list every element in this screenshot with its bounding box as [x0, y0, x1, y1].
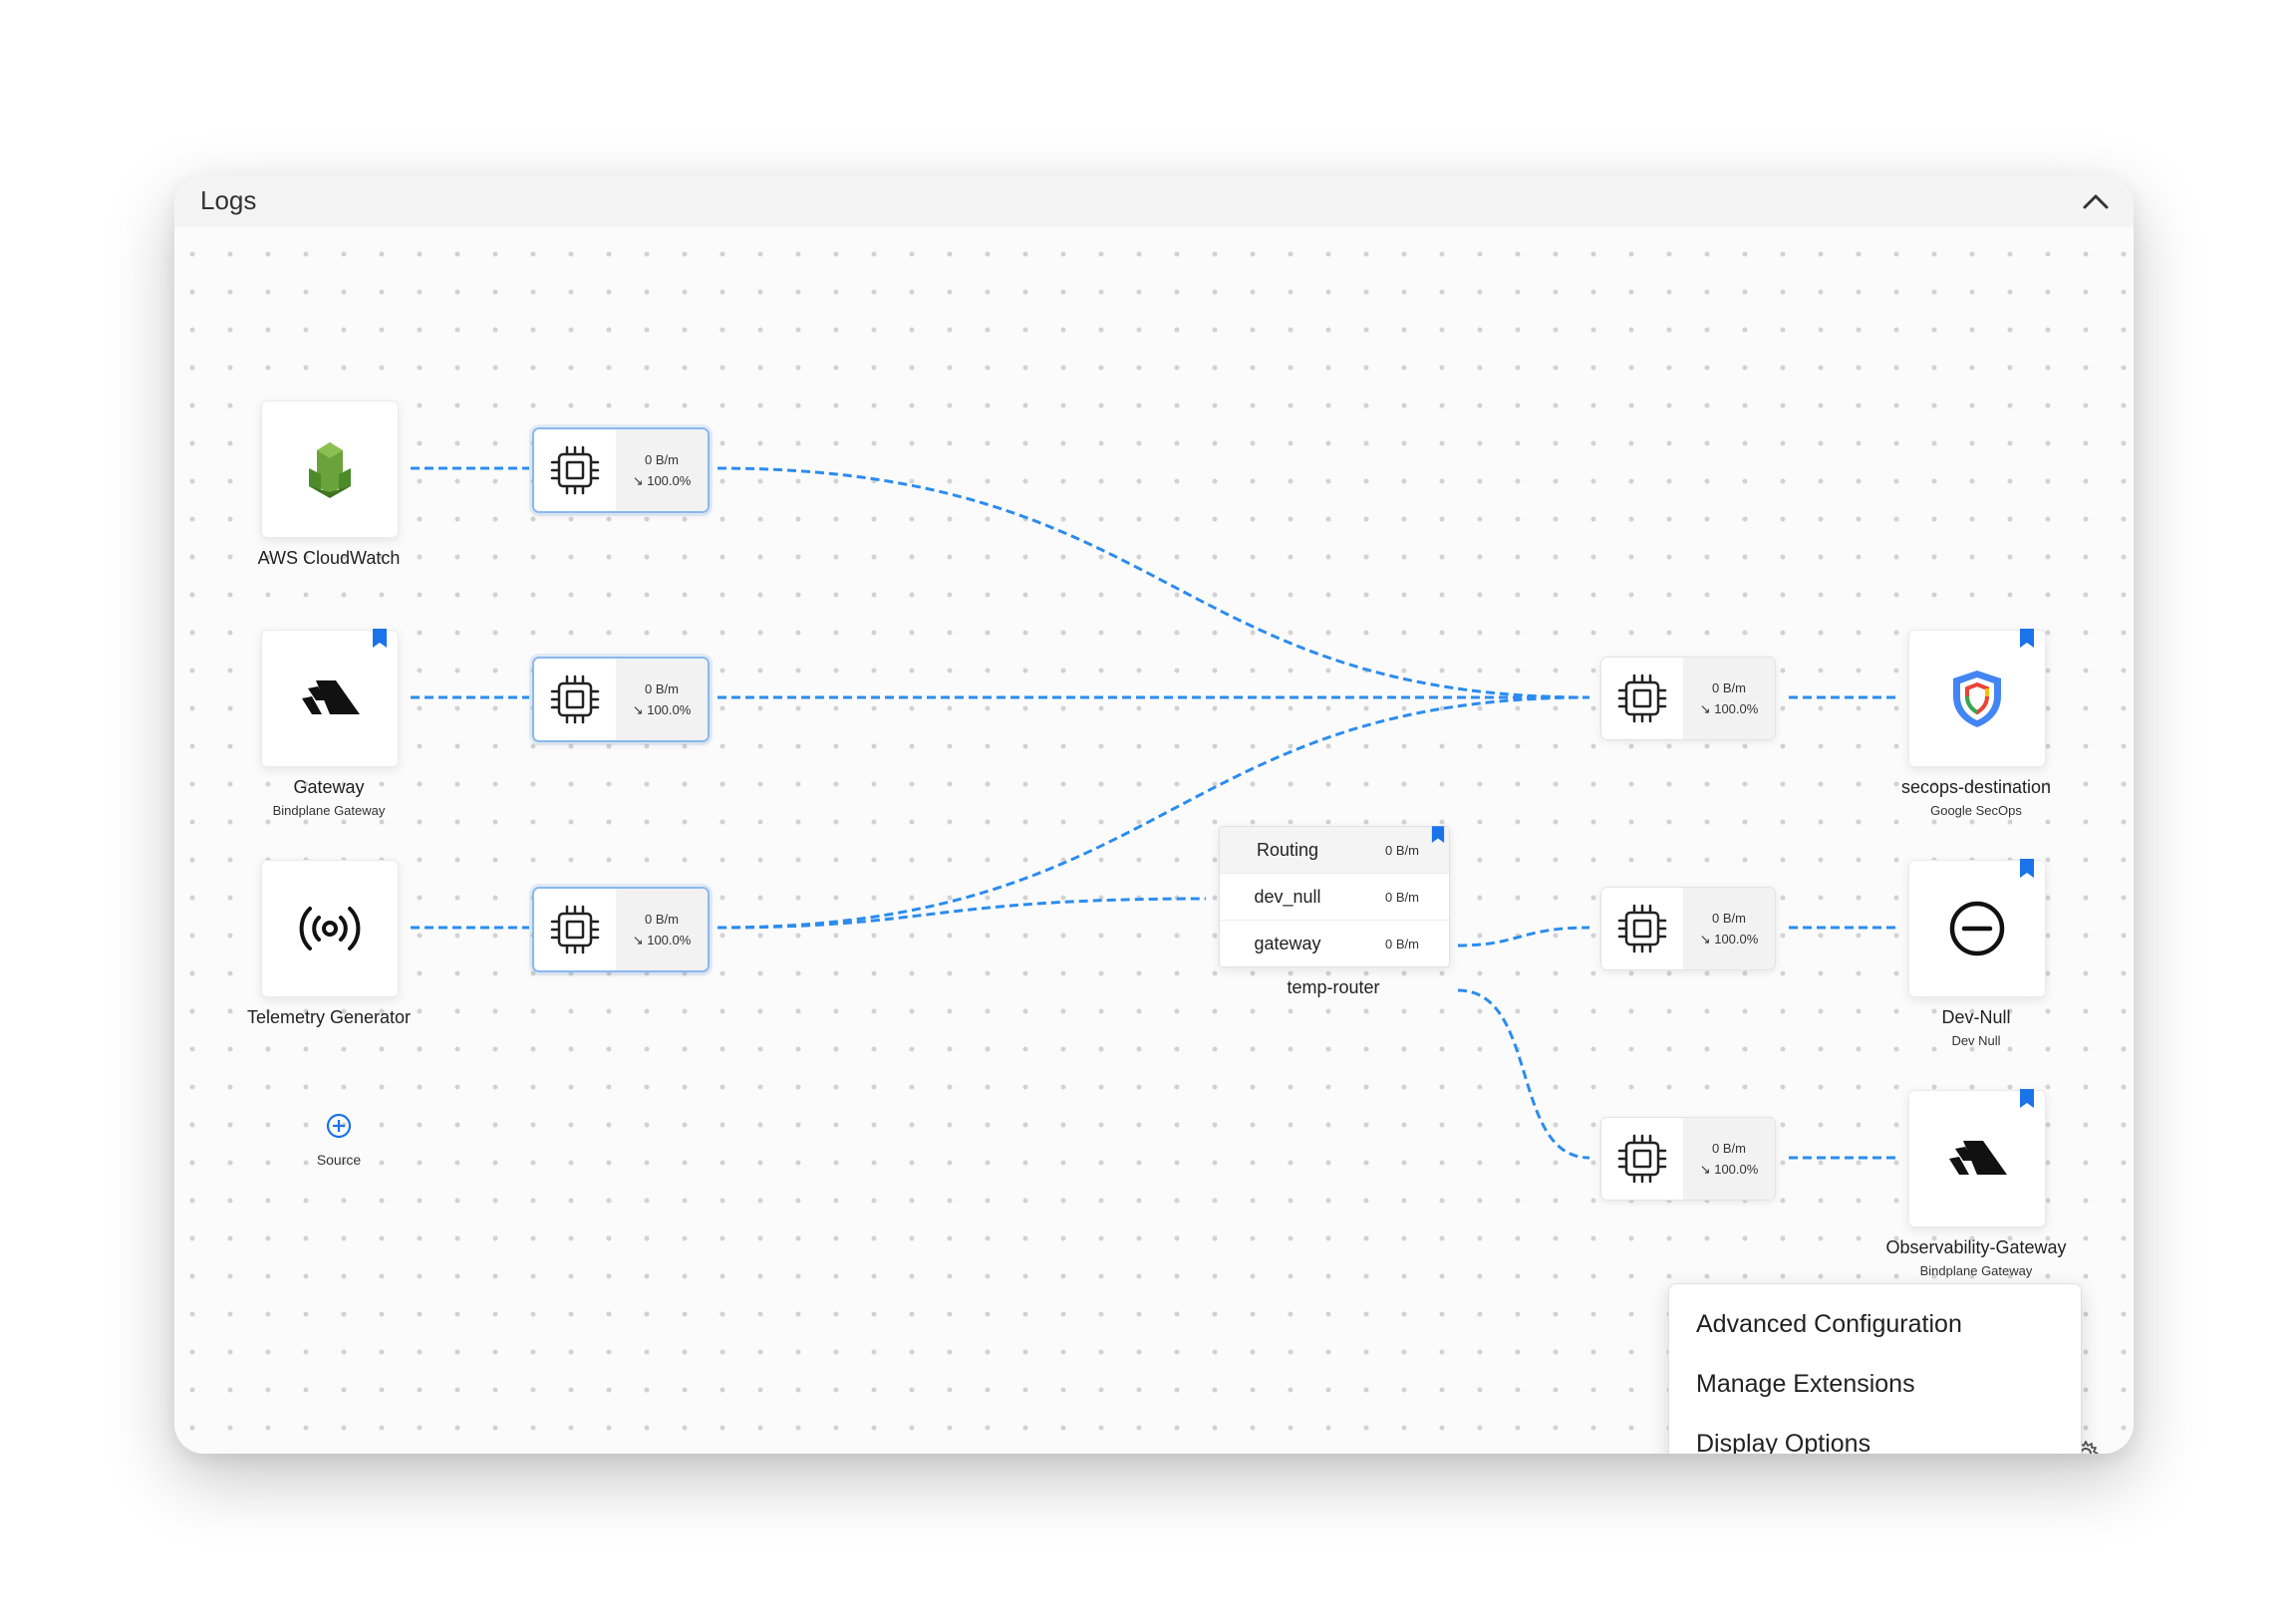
aws-cloudwatch-icon: [309, 442, 351, 498]
destination-dev-null[interactable]: [1908, 859, 2046, 997]
add-source-label: Source: [316, 1152, 362, 1168]
router-row-value: 0 B/m: [1385, 936, 1419, 951]
logs-panel: Logs: [174, 175, 2134, 1454]
destination-subtitle: Bindplane Gateway: [1919, 1263, 2033, 1278]
google-secops-shield-icon: [1953, 671, 2001, 727]
processor-ratio: 100.0%: [1714, 931, 1759, 946]
pipeline-edges: [411, 466, 1896, 1160]
destination-subtitle: Dev Null: [1951, 1033, 2001, 1048]
source-label: Gateway: [293, 777, 365, 797]
bindplane-icon: [302, 680, 360, 714]
destination-label: Dev-Null: [1941, 1007, 2011, 1027]
chevron-up-icon[interactable]: [2078, 183, 2114, 219]
processor-ratio: 100.0%: [1714, 700, 1759, 716]
pipeline-canvas[interactable]: AWS CloudWatch Gateway Bindplane Gateway…: [174, 227, 2134, 1454]
processor-rate: 0 B/m: [645, 451, 679, 467]
settings-menu: Advanced Configuration Manage Extensions…: [1668, 1283, 2082, 1454]
arrow-down-right-icon: ↘: [1699, 1161, 1711, 1177]
router-row-routing: Routing 0 B/m: [1220, 827, 1449, 874]
menu-item-advanced-configuration[interactable]: Advanced Configuration: [1696, 1310, 1962, 1338]
router-row-value: 0 B/m: [1385, 889, 1419, 905]
bindplane-icon: [1949, 1141, 2007, 1175]
panel-header: Logs: [174, 175, 2134, 227]
source-gateway[interactable]: [261, 629, 399, 767]
bookmark-icon: [373, 629, 387, 648]
processor-ratio: 100.0%: [647, 472, 692, 488]
edge-processor3-router: [717, 897, 1207, 930]
processor-ratio: 100.0%: [647, 932, 692, 947]
router-row-name: Routing: [1256, 839, 1319, 860]
router-row-gateway[interactable]: gateway 0 B/m: [1220, 921, 1449, 966]
router-label: temp-router: [1287, 977, 1380, 997]
edge-router-devnull: [1457, 926, 1590, 947]
processor-ratio: 100.0%: [1714, 1161, 1759, 1177]
arrow-down-right-icon: ↘: [1699, 931, 1711, 946]
cpu-chip-icon: [1617, 674, 1667, 723]
bookmark-icon: [2020, 859, 2034, 878]
cpu-chip-icon: [550, 675, 600, 724]
edge-processor1-secops: [717, 466, 1590, 699]
destination-label: Observability-Gateway: [1885, 1237, 2067, 1257]
router-row-value: 0 B/m: [1385, 842, 1419, 858]
processor-rate: 0 B/m: [645, 680, 679, 696]
processor-node[interactable]: 0 B/m ↘ 100.0%: [532, 657, 710, 742]
destination-secops[interactable]: [1908, 629, 2046, 767]
processor-rate: 0 B/m: [1712, 1140, 1746, 1156]
processor-node[interactable]: 0 B/m ↘ 100.0%: [1600, 657, 1776, 740]
processor-ratio: 100.0%: [647, 701, 692, 717]
cpu-chip-icon: [1617, 1134, 1667, 1184]
broadcast-icon: [299, 907, 361, 950]
arrow-down-right-icon: ↘: [632, 932, 644, 947]
menu-item-display-options[interactable]: Display Options: [1696, 1430, 1871, 1454]
processor-node[interactable]: 0 B/m ↘ 100.0%: [532, 887, 710, 972]
processor-rate: 0 B/m: [1712, 679, 1746, 695]
edge-processor3-secops: [717, 695, 1590, 930]
source-subtitle: Bindplane Gateway: [272, 803, 386, 818]
destination-label: secops-destination: [1900, 777, 2052, 797]
cpu-chip-icon: [550, 905, 600, 954]
minus-circle-icon: [1949, 901, 2005, 956]
destination-subtitle: Google SecOps: [1930, 803, 2022, 818]
arrow-down-right-icon: ↘: [632, 701, 644, 717]
source-label: AWS CloudWatch: [257, 548, 401, 568]
router-row-name: dev_null: [1254, 886, 1321, 907]
panel-title: Logs: [200, 185, 257, 215]
processor-rate: 0 B/m: [1712, 910, 1746, 926]
processor-node[interactable]: 0 B/m ↘ 100.0%: [532, 427, 710, 513]
router-row-name: gateway: [1254, 933, 1321, 953]
add-source-button[interactable]: Source: [304, 1112, 374, 1178]
arrow-down-right-icon: ↘: [1699, 700, 1711, 716]
source-aws-cloudwatch[interactable]: [261, 401, 399, 538]
source-label: Telemetry Generator: [246, 1007, 412, 1027]
destination-observability-gateway[interactable]: [1908, 1089, 2046, 1227]
menu-item-manage-extensions[interactable]: Manage Extensions: [1696, 1370, 1915, 1398]
processor-rate: 0 B/m: [645, 911, 679, 927]
edge-router-gateway: [1457, 988, 1590, 1160]
source-telemetry-generator[interactable]: [261, 860, 399, 997]
cpu-chip-icon: [1617, 904, 1667, 953]
temp-router-node[interactable]: Routing 0 B/m dev_null 0 B/m gateway 0 B…: [1219, 826, 1450, 967]
processor-node[interactable]: 0 B/m ↘ 100.0%: [1600, 887, 1776, 970]
plus-circle-icon: [326, 1113, 352, 1139]
bookmark-icon: [2020, 629, 2034, 648]
bookmark-icon: [2020, 1089, 2034, 1108]
router-row-dev-null[interactable]: dev_null 0 B/m: [1220, 874, 1449, 921]
processor-node[interactable]: 0 B/m ↘ 100.0%: [1600, 1117, 1776, 1201]
bookmark-icon: [1431, 826, 1445, 843]
arrow-down-right-icon: ↘: [632, 472, 644, 488]
cpu-chip-icon: [550, 445, 600, 495]
